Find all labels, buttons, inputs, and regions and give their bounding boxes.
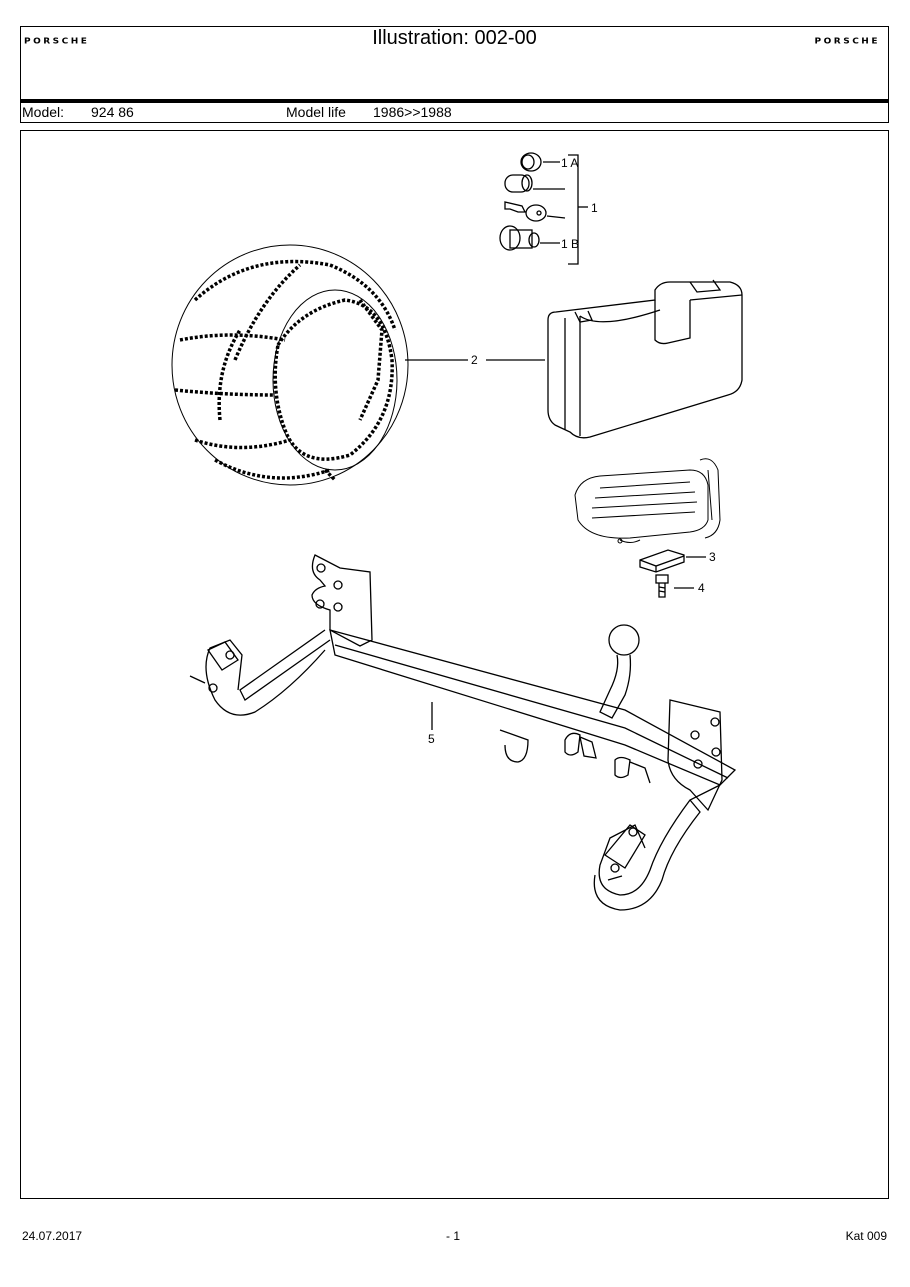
- illustration-frame: [20, 130, 889, 1199]
- tow-bar-part-5: [189, 554, 737, 911]
- header: PORSCHE Illustration: 002-00 PORSCHE: [20, 26, 889, 100]
- chain-case-part-2: [547, 279, 743, 439]
- porsche-logo-left: PORSCHE: [24, 37, 90, 47]
- header-divider: [20, 100, 889, 103]
- seat-illustration: [574, 458, 721, 544]
- footer-catalog: Kat 009: [845, 1229, 887, 1243]
- page-title: Illustration: 002-00: [372, 27, 537, 49]
- snow-chain-part-2: [171, 244, 409, 486]
- key-icon: [504, 201, 566, 222]
- callout-2: 2: [471, 353, 478, 367]
- footer-date: 24.07.2017: [22, 1229, 83, 1243]
- model-label: Model:: [22, 104, 65, 120]
- porsche-logo-right: PORSCHE: [814, 37, 880, 47]
- callout-1a: 1 A: [561, 156, 578, 170]
- bolt-part-4: [655, 574, 694, 598]
- lock-sleeve: [504, 174, 565, 193]
- model-life-value: 1986>>1988: [373, 104, 452, 120]
- footer-page: - 1: [446, 1229, 461, 1243]
- lock-cap-1a: [520, 152, 542, 172]
- callout-1: 1: [591, 201, 598, 215]
- model-bar: Model: 924 86 Model life 1986>>1988: [20, 103, 889, 123]
- lock-nut-1b: [499, 225, 560, 251]
- model-life-label: Model life: [286, 104, 346, 120]
- lock-set-part-1: [499, 152, 588, 265]
- callout-4: 4: [698, 581, 705, 595]
- callout-3: 3: [709, 550, 716, 564]
- callout-1b: 1 B: [561, 237, 579, 251]
- bracket-part-3: [639, 549, 706, 573]
- model-value: 924 86: [91, 104, 134, 120]
- callout-5: 5: [428, 732, 435, 746]
